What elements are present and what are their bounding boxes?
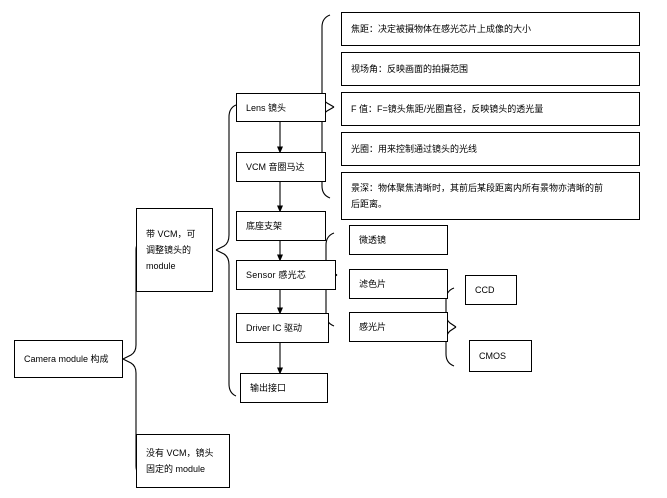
node-lens-prop-focal-length[interactable]: 焦距：决定被摄物体在感光芯片上成像的大小 xyxy=(341,12,640,46)
node-branch-without-vcm[interactable]: 没有 VCM，镜头固定的 module xyxy=(136,434,230,488)
node-sensor-type-cmos-label: CMOS xyxy=(479,351,506,361)
node-vcm-label: VCM 音圈马达 xyxy=(246,162,305,172)
node-lens-label: Lens 镜头 xyxy=(246,102,287,113)
node-sensor-part-color-filter-label: 滤色片 xyxy=(359,279,387,289)
brace-photosensor-bottom xyxy=(445,326,457,367)
node-driver-ic-label: Driver IC 驱动 xyxy=(246,323,302,333)
node-sensor-type-cmos[interactable]: CMOS xyxy=(469,340,532,372)
node-lens-prop-f-number-label: F 值：F=镜头焦距/光圈直径，反映镜头的透光量 xyxy=(351,104,544,114)
node-sensor-part-photosensor[interactable]: 感光片 xyxy=(349,312,448,342)
node-lens-prop-depth-of-field-label: 景深：物体聚焦清晰时，其前后某段距离内所有景物亦清晰的前后距离。 xyxy=(351,183,604,209)
node-sensor-part-microlens-label: 微透镜 xyxy=(359,235,387,245)
node-sensor-label: Sensor 感光芯 xyxy=(246,270,307,280)
node-lens-prop-focal-length-label: 焦距：决定被摄物体在感光芯片上成像的大小 xyxy=(351,24,532,34)
node-sensor-part-microlens[interactable]: 微透镜 xyxy=(349,225,448,255)
node-sensor[interactable]: Sensor 感光芯 xyxy=(236,260,336,290)
node-lens[interactable]: Lens 镜头 xyxy=(236,93,326,122)
node-lens-prop-f-number[interactable]: F 值：F=镜头焦距/光圈直径，反映镜头的透光量 xyxy=(341,92,640,126)
node-root[interactable]: Camera module 构成 xyxy=(14,340,123,378)
node-root-label: Camera module 构成 xyxy=(24,354,109,364)
node-sensor-type-ccd-label: CCD xyxy=(475,285,495,295)
node-lens-prop-aperture[interactable]: 光圈：用来控制通过镜头的光线 xyxy=(341,132,640,166)
node-output[interactable]: 输出接口 xyxy=(240,373,328,403)
node-lens-prop-aperture-label: 光圈：用来控制通过镜头的光线 xyxy=(351,144,478,154)
node-sensor-type-ccd[interactable]: CCD xyxy=(465,275,517,305)
node-branch-without-vcm-label: 没有 VCM，镜头固定的 module xyxy=(146,448,214,474)
node-sensor-part-photosensor-label: 感光片 xyxy=(359,322,387,332)
node-lens-prop-field-of-view-label: 视场角：反映画面的拍摄范围 xyxy=(351,64,469,74)
node-sensor-part-color-filter[interactable]: 滤色片 xyxy=(349,269,448,299)
node-driver-ic[interactable]: Driver IC 驱动 xyxy=(236,313,329,343)
node-output-label: 输出接口 xyxy=(250,383,287,393)
node-lens-prop-depth-of-field[interactable]: 景深：物体聚焦清晰时，其前后某段距离内所有景物亦清晰的前后距离。 xyxy=(341,172,640,220)
brace-chain-top xyxy=(215,104,237,251)
node-base[interactable]: 底座支架 xyxy=(236,211,326,241)
brace-chain-bottom xyxy=(215,249,237,397)
node-lens-prop-field-of-view[interactable]: 视场角：反映画面的拍摄范围 xyxy=(341,52,640,86)
node-base-label: 底座支架 xyxy=(246,221,283,231)
node-vcm[interactable]: VCM 音圈马达 xyxy=(236,152,326,182)
